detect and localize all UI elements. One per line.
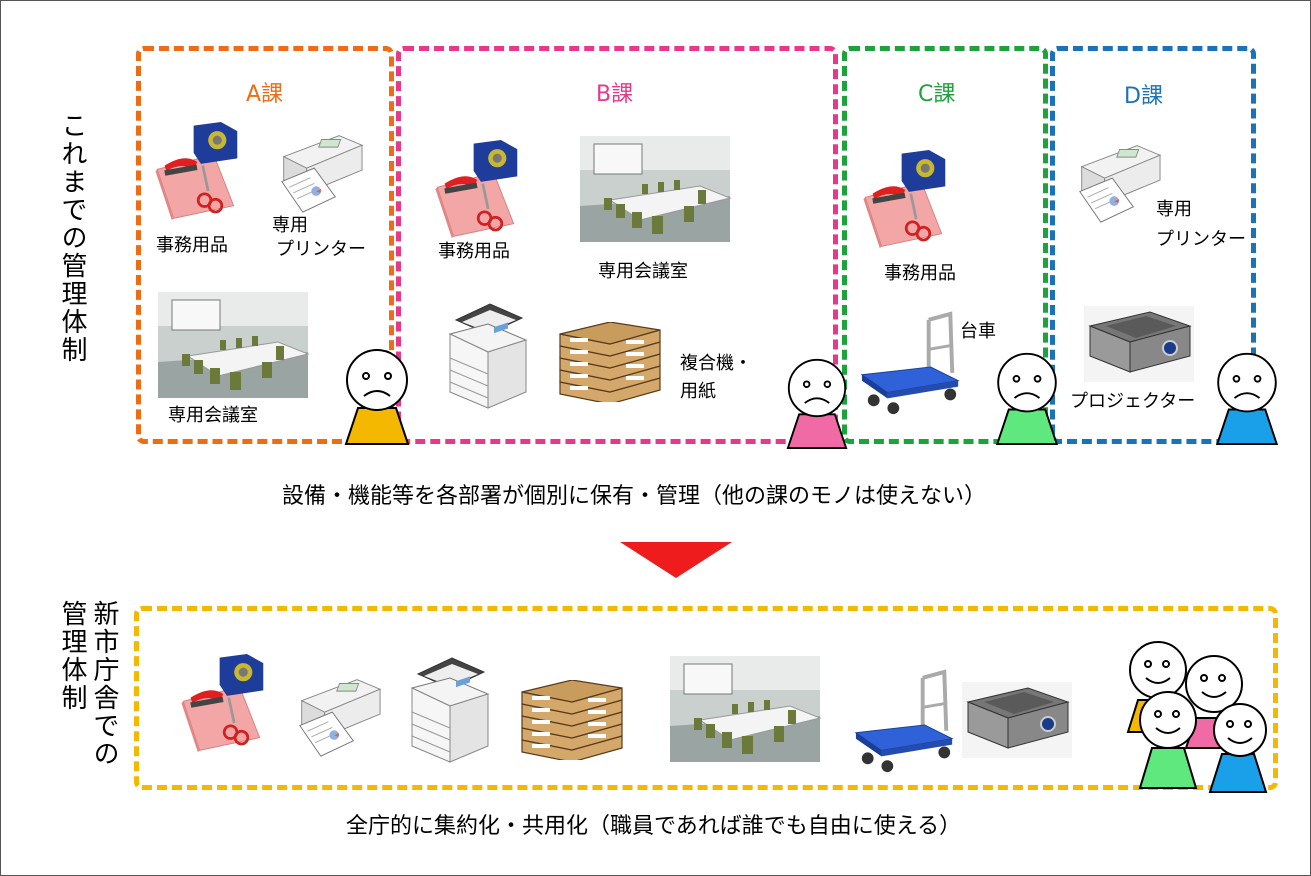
shared-printer-image bbox=[290, 672, 386, 758]
dept-a-office-supplies-label: 事務用品 bbox=[156, 235, 228, 256]
down-arrow-icon bbox=[620, 542, 732, 578]
dept-d-box bbox=[1050, 46, 1256, 444]
shared-meeting-room-image bbox=[668, 656, 822, 762]
dept-c-cart-label: 台車 bbox=[960, 321, 996, 342]
shared-paper-image bbox=[518, 680, 628, 760]
dept-c-office-supplies-label: 事務用品 bbox=[884, 263, 956, 284]
dept-a-title: A課 bbox=[246, 82, 284, 107]
dept-b-office-supplies-label: 事務用品 bbox=[438, 241, 510, 262]
dept-b-office-supplies-image bbox=[430, 140, 530, 240]
dept-a-meeting-room-label: 専用会議室 bbox=[168, 405, 258, 426]
before-side-label: これまでの管理体制 bbox=[57, 112, 87, 364]
dept-d-printer-label-2: プリンター bbox=[1156, 229, 1246, 250]
dept-b-meeting-room-image bbox=[578, 136, 732, 242]
dept-d-projector-image bbox=[1084, 306, 1194, 382]
dept-a-office-supplies-image bbox=[150, 122, 250, 222]
dept-a-box bbox=[136, 46, 394, 444]
dept-a-meeting-room-image bbox=[156, 292, 310, 398]
after-side-label-col2: 管理体制 bbox=[57, 600, 87, 712]
dept-c-title: C課 bbox=[918, 82, 956, 107]
dept-b-copier-label-2: 用紙 bbox=[680, 381, 716, 402]
dept-d-printer-label-1: 専用 bbox=[1156, 199, 1192, 220]
shared-projector-image bbox=[962, 682, 1072, 758]
happy-person-green bbox=[1138, 691, 1198, 789]
dept-b-meeting-room-label: 専用会議室 bbox=[598, 261, 688, 282]
shared-copier-image bbox=[404, 652, 494, 766]
shared-office-supplies-image bbox=[176, 654, 276, 754]
dept-a-printer-image bbox=[272, 128, 368, 214]
person-a-sad bbox=[344, 349, 410, 445]
dept-b-title: B課 bbox=[596, 82, 634, 107]
dept-a-printer-label-2: プリンター bbox=[276, 239, 366, 260]
dept-d-projector-label: プロジェクター bbox=[1070, 391, 1196, 412]
dept-b-copier-image bbox=[442, 300, 532, 410]
dept-c-office-supplies-image bbox=[858, 150, 958, 250]
happy-staff-group bbox=[1126, 641, 1268, 793]
after-caption: 全庁的に集約化・共用化（職員であれば誰でも自由に使える） bbox=[346, 814, 962, 839]
dept-c-box bbox=[842, 46, 1048, 444]
after-side-label-col1: 新市庁舎での bbox=[89, 600, 119, 768]
dept-d-title: D課 bbox=[1124, 84, 1163, 109]
dept-c-cart-image bbox=[858, 310, 966, 418]
before-caption: 設備・機能等を各部署が個別に保有・管理（他の課のモノは使えない） bbox=[282, 484, 987, 509]
shared-box bbox=[134, 606, 1278, 790]
dept-b-copier-label-1: 複合機・ bbox=[680, 353, 752, 374]
dept-b-box bbox=[396, 46, 838, 444]
dept-d-printer-image bbox=[1070, 138, 1166, 224]
happy-person-blue bbox=[1208, 703, 1268, 793]
person-b-sad bbox=[786, 358, 848, 450]
dept-b-paper-image bbox=[556, 322, 666, 402]
dept-a-printer-label-1: 専用 bbox=[272, 215, 308, 236]
person-c-sad bbox=[995, 352, 1059, 446]
person-d-sad bbox=[1215, 352, 1279, 446]
shared-cart-image bbox=[852, 668, 960, 776]
